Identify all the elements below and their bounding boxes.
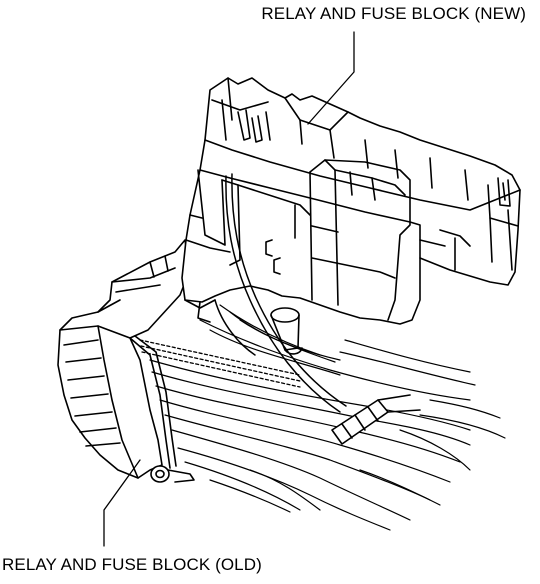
- hidden-edge-dashed: [139, 339, 301, 388]
- old-relay-fuse-block: [57, 239, 195, 483]
- wire-harness: [149, 304, 506, 531]
- label-new-relay-fuse-block: RELAY AND FUSE BLOCK (NEW): [261, 4, 526, 23]
- new-relay-fuse-block: [181, 77, 521, 325]
- leader-line-new: [307, 31, 355, 125]
- connector-stub: [270, 307, 303, 355]
- label-old-relay-fuse-block: RELAY AND FUSE BLOCK (OLD): [2, 555, 262, 574]
- leader-lines: [103, 31, 355, 547]
- new-block-wires: [214, 173, 347, 413]
- leader-line-old: [103, 459, 141, 547]
- harness-tape: [331, 394, 421, 445]
